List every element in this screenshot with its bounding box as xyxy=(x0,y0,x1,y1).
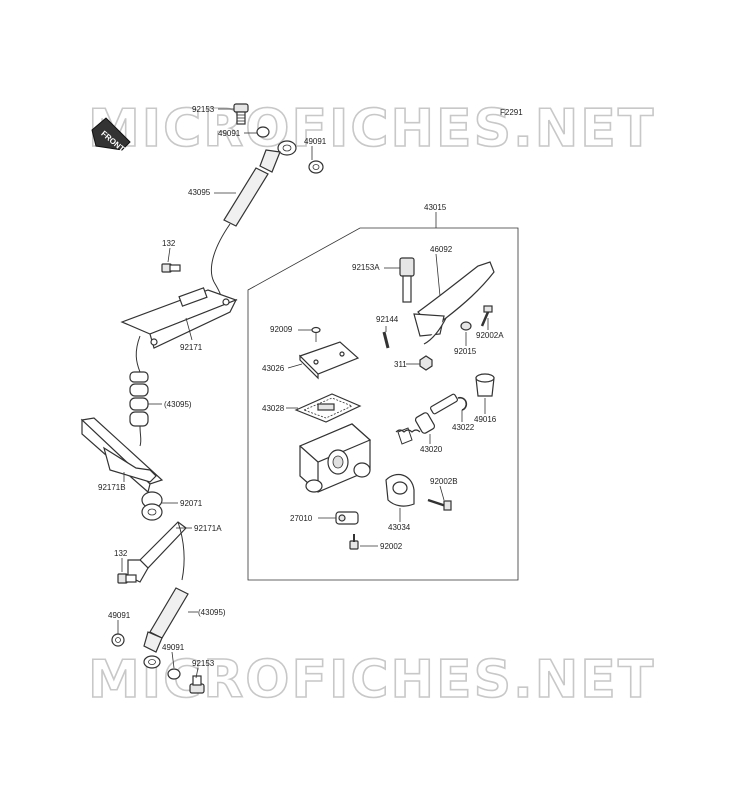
reservoir-cap-43026 xyxy=(298,341,360,380)
boot-49016 xyxy=(475,373,495,397)
label-92171: 92171 xyxy=(180,343,203,352)
grommet-92071 xyxy=(141,491,163,521)
switch-27010 xyxy=(335,511,359,525)
label-43015: 43015 xyxy=(424,203,447,212)
label-43020: 43020 xyxy=(420,445,443,454)
label-43026: 43026 xyxy=(262,364,285,373)
label-46092: 46092 xyxy=(430,245,453,254)
figure-code: F2291 xyxy=(500,108,523,117)
banjo-bolt-bottom xyxy=(189,675,205,694)
label-49016: 49016 xyxy=(474,415,497,424)
brake-hose-upper xyxy=(210,167,269,301)
hose-grommet-mid xyxy=(129,335,149,447)
label-92171a: 92171A xyxy=(194,524,222,533)
label-49091-bottom-left: 49091 xyxy=(108,611,131,620)
master-cylinder-body xyxy=(298,423,372,493)
label-43022: 43022 xyxy=(452,423,475,432)
brake-hose-lower xyxy=(143,587,189,669)
label-27010: 27010 xyxy=(290,514,313,523)
nut-311 xyxy=(419,355,433,371)
label-43034: 43034 xyxy=(388,523,411,532)
washer-bottom-right xyxy=(167,668,181,680)
label-43095-top: 43095 xyxy=(188,188,211,197)
label-92002b: 92002B xyxy=(430,477,458,486)
label-43095-bottom: (43095) xyxy=(198,608,226,617)
master-cylinder-assembly-box xyxy=(247,227,519,581)
bolt-92002a xyxy=(480,305,493,327)
label-49091-bottom-right: 49091 xyxy=(162,643,185,652)
pin-92144 xyxy=(382,331,390,349)
nut-92015 xyxy=(460,321,472,331)
label-92153-top: 92153 xyxy=(192,105,215,114)
label-92153a: 92153A xyxy=(352,263,380,272)
label-43028: 43028 xyxy=(262,404,285,413)
washer-top-left xyxy=(256,126,270,138)
label-92002: 92002 xyxy=(380,542,403,551)
bracket-92171 xyxy=(120,287,238,349)
bracket-92171b xyxy=(80,417,164,494)
label-132-bottom: 132 xyxy=(114,549,128,558)
label-311: 311 xyxy=(394,360,407,369)
label-92153-bottom: 92153 xyxy=(192,659,215,668)
label-92171b: 92171B xyxy=(98,483,126,492)
banjo-bolt-top xyxy=(233,103,249,125)
watermark-top: MICROFICHES.NET xyxy=(88,99,655,159)
clamp-43034 xyxy=(385,473,415,507)
bracket-92171a xyxy=(127,521,187,583)
watermark-bottom: MICROFICHES.NET xyxy=(88,650,655,710)
bolt-92002b xyxy=(427,498,452,511)
circlip-43022 xyxy=(457,396,468,411)
label-92002a: 92002A xyxy=(476,331,504,340)
label-49091-top-right: 49091 xyxy=(304,137,327,146)
label-92071: 92071 xyxy=(180,499,203,508)
screw-92002 xyxy=(349,534,359,550)
label-92144: 92144 xyxy=(376,315,399,324)
bolt-132-bottom xyxy=(117,573,137,584)
label-92015: 92015 xyxy=(454,347,477,356)
brake-lever-46092 xyxy=(413,261,495,345)
screw-92009 xyxy=(311,326,321,342)
label-132-top: 132 xyxy=(162,239,176,248)
diaphragm-43028 xyxy=(294,393,362,423)
label-49091-top-left: 49091 xyxy=(218,129,241,138)
piston-kit-43020 xyxy=(395,393,458,445)
label-92009: 92009 xyxy=(270,325,293,334)
bolt-132-top xyxy=(161,263,181,273)
hose-fitting-top xyxy=(259,140,297,173)
label-43095-mid: (43095) xyxy=(164,400,192,409)
pivot-bolt-92153a xyxy=(399,257,415,303)
